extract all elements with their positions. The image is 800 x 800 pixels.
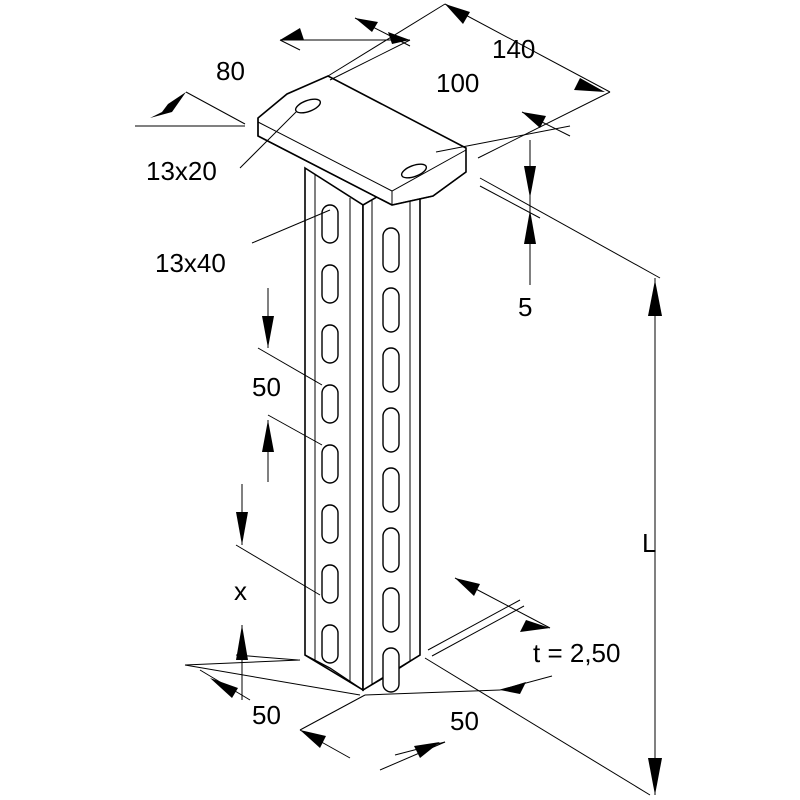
profile-slot-right (382, 407, 400, 453)
dim-13x20-label: 13x20 (146, 156, 217, 186)
profile-channel (304, 166, 421, 692)
profile-slot-left (321, 624, 339, 664)
dim-plate-thickness: 5 (479, 140, 661, 322)
profile-slot-left (321, 444, 339, 484)
dim-100-label: 100 (436, 68, 479, 98)
dim-first-slot: x (234, 484, 321, 700)
dim-13x40-label: 13x40 (155, 248, 226, 278)
right-face-slots (382, 227, 400, 693)
plate-top (257, 75, 467, 206)
mounting-plate (257, 75, 467, 206)
dim-80-label: 80 (216, 56, 245, 86)
profile-slot-right (382, 647, 400, 693)
profile-slot-left (321, 324, 339, 364)
plate-slot-right (400, 163, 428, 179)
profile-slot-right (382, 587, 400, 633)
plate-slot-left (294, 98, 322, 114)
dim-hole-spacing: 100 (435, 68, 571, 153)
dim-profile-slot: 13x40 (155, 209, 331, 278)
left-face-slots (321, 204, 339, 664)
profile-slot-left (321, 264, 339, 304)
profile-slot-right (382, 227, 400, 273)
profile-slot-right (382, 527, 400, 573)
dim-length: L (424, 278, 662, 796)
dim-plate-length: 140 (327, 3, 611, 159)
dim-profile-width-left: 50 (184, 659, 361, 730)
profile-slot-right (382, 347, 400, 393)
profile-left-face (304, 166, 364, 692)
dim-L-label: L (642, 528, 656, 558)
dim-50-pitch-label: 50 (252, 372, 281, 402)
dim-50-left-label: 50 (252, 700, 281, 730)
dim-50-right-label: 50 (450, 706, 479, 736)
dim-profile-width-right: 50 (299, 675, 553, 771)
profile-slot-right (382, 287, 400, 333)
dim-140-label: 140 (492, 34, 535, 64)
profile-slot-right (382, 467, 400, 513)
profile-slot-left (321, 384, 339, 424)
dim-wall-thickness: t = 2,50 (427, 577, 620, 668)
dim-t-label: t = 2,50 (533, 638, 620, 668)
dim-x-label: x (234, 576, 247, 606)
profile-slot-left (321, 564, 339, 604)
dim-5-label: 5 (518, 292, 532, 322)
dim-plate-slot: 13x20 (135, 91, 297, 186)
dim-plate-width: 80 (216, 17, 411, 86)
dim-slot-pitch: 50 (252, 288, 323, 482)
profile-slot-left (321, 504, 339, 544)
profile-slot-left (321, 204, 339, 244)
